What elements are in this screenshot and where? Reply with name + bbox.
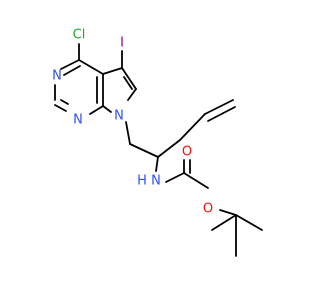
molecule-structure: Cl I N N N N H O O (0, 0, 300, 300)
oxygen-label-carbonyl: O (182, 145, 192, 160)
bond-c4-c3a (78, 59, 104, 75)
bond-c6-n7 (127, 88, 137, 101)
iodine-label: I (120, 36, 124, 51)
bond-ch-ch2-allyl (157, 139, 181, 158)
bond-n7-c7a (102, 105, 112, 113)
bond-c5-c6 (121, 67, 137, 90)
nitrogen-label-pyrrole: N (114, 109, 124, 124)
bond-ch2-ch (129, 143, 159, 158)
bond-n1-c7a (89, 105, 104, 115)
bond-c2-n1 (54, 104, 67, 112)
bond-c4-n3-double (63, 65, 81, 76)
bond-ch-nh (155, 156, 159, 172)
bond-c5-c6-double (123, 76, 133, 90)
chlorine-label: Cl (73, 28, 86, 43)
bond-o-cq (219, 209, 237, 216)
background (0, 0, 300, 300)
bond-c-o-ester (183, 172, 209, 189)
bond-c2-n1-double (60, 99, 69, 105)
oxygen-label-ester: O (203, 202, 213, 217)
nitrogen-label-carbamate: N (151, 174, 161, 189)
nitrogen-label-pyrimidine-top: N (52, 69, 62, 84)
bond-set (54, 43, 263, 257)
bond-cq-me3 (211, 214, 237, 231)
bond-cq-me1 (235, 214, 263, 231)
bond-nh-c (165, 172, 185, 183)
bond-n7-ch2 (125, 121, 131, 145)
bond-allyl-ch (179, 113, 206, 141)
bond-allyl-vinyl (204, 99, 234, 115)
nitrogen-label-pyrimidine-bottom: N (73, 113, 83, 128)
bond-c3a-c5 (102, 67, 123, 75)
bond-allyl-vinyl-double (207, 106, 236, 122)
bond-c4-n3 (60, 59, 80, 70)
hydrogen-label-carbamate: H (137, 174, 147, 189)
